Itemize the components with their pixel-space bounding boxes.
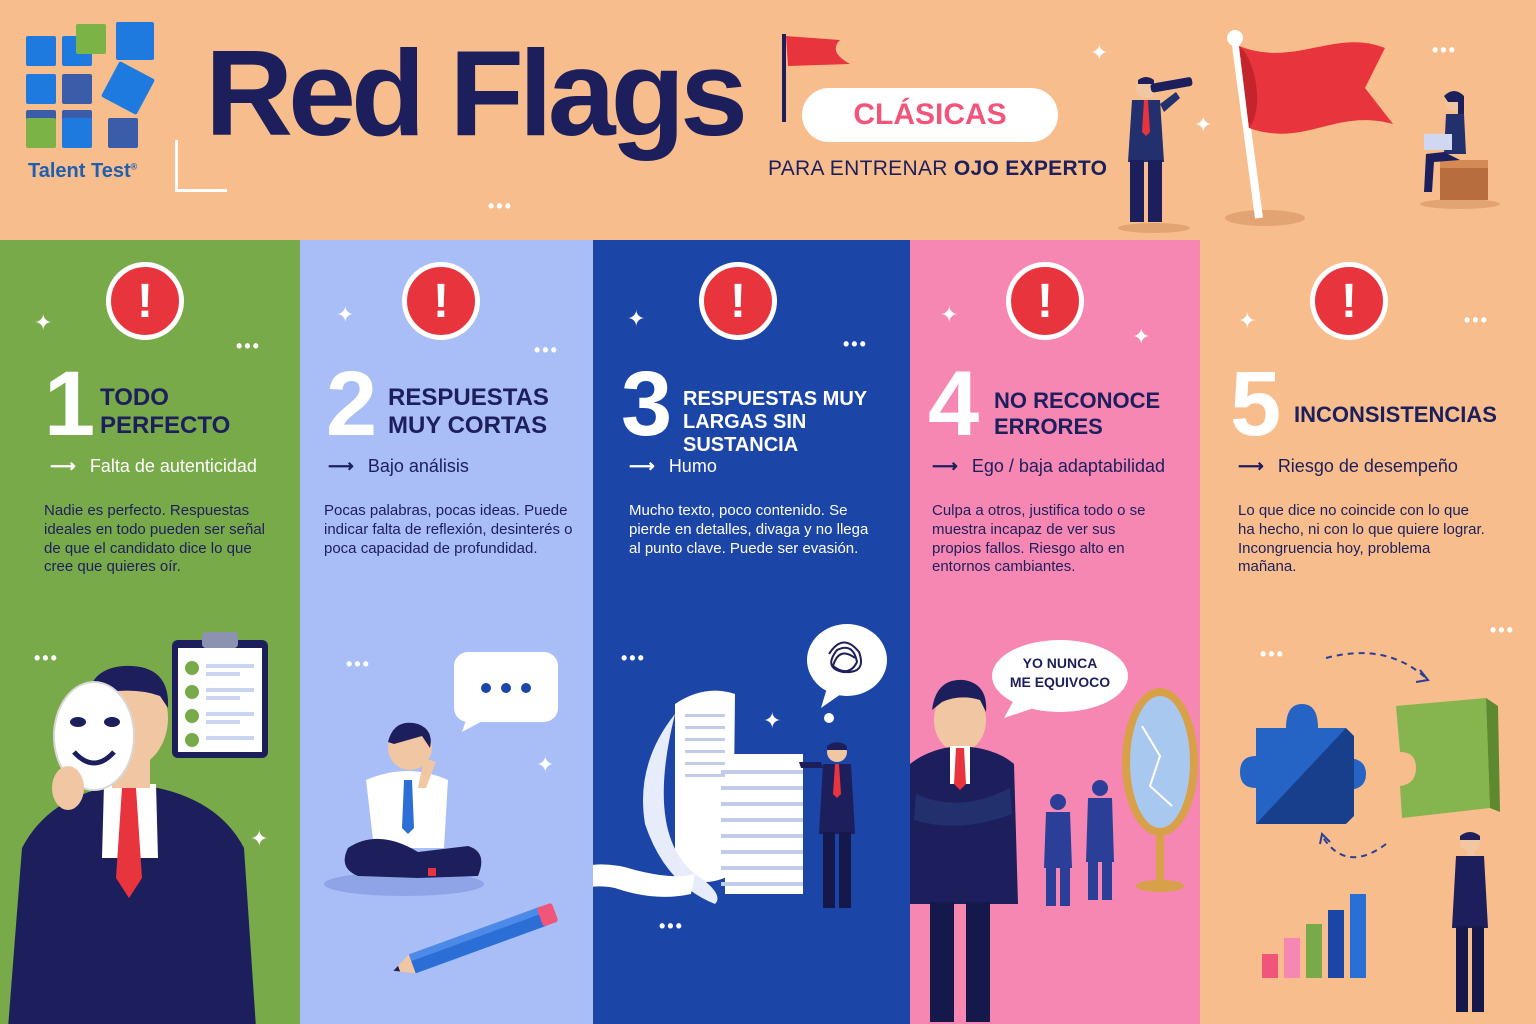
flag-consequence: ⟶Ego / baja adaptabilidad — [932, 456, 1165, 476]
big-red-flag-icon — [1225, 30, 1393, 226]
sparkle-icon: ✦ — [336, 302, 355, 327]
dots-icon: ••• — [1490, 620, 1515, 640]
businessman-telescope-icon — [1118, 77, 1193, 233]
dots-icon: ••• — [1432, 40, 1457, 60]
sitting-thinking-man-icon — [324, 722, 484, 896]
flag-title: INCONSISTENCIAS — [1294, 402, 1497, 427]
alert-icon: ! — [699, 262, 777, 340]
alert-icon: ! — [1006, 262, 1084, 340]
pencil-icon — [393, 903, 558, 974]
talking-businessman-icon — [799, 742, 855, 908]
flag-consequence: ⟶Humo — [629, 456, 717, 476]
flag-description: Mucho texto, poco contenido. Se pierde e… — [629, 502, 869, 557]
thinking-businessman-icon — [1452, 832, 1488, 1012]
speech-bubble-icon — [992, 640, 1128, 718]
reflection-figures-icon — [1044, 780, 1114, 906]
dots-icon: ••• — [1464, 310, 1489, 330]
flag-number: 1 — [44, 353, 96, 455]
alert-icon: ! — [402, 262, 480, 340]
woman-laptop-icon — [1420, 91, 1500, 209]
dots-icon: ••• — [534, 340, 559, 360]
flag-consequence: ⟶Riesgo de desempeño — [1238, 456, 1458, 476]
talent-test-logo — [24, 22, 164, 192]
flag-description: Lo que dice no coincide con lo que ha he… — [1238, 502, 1485, 576]
flag-number: 5 — [1230, 353, 1282, 455]
man-with-mask-icon — [8, 665, 256, 1024]
bar-chart-icon — [1262, 894, 1366, 978]
sparkle-icon: ✦ — [1194, 112, 1213, 137]
page-title: Red Flags — [205, 25, 748, 161]
thought-bubble-icon — [807, 624, 887, 723]
alert-icon: ! — [106, 262, 184, 340]
flag-number: 4 — [928, 353, 980, 455]
sparkle-icon: ✦ — [536, 752, 555, 777]
sparkle-icon: ✦ — [1238, 308, 1257, 333]
flag-consequence: ⟶Bajo análisis — [328, 456, 469, 476]
sparkle-icon: ✦ — [627, 306, 646, 331]
header: Talent Test® Red Flags CLÁSICAS PARA ENT… — [0, 0, 1536, 240]
flag-consequence: ⟶Falta de autenticidad — [50, 456, 257, 476]
decorative-bracket — [175, 140, 227, 192]
page-subtitle: PARA ENTRENAR OJO EXPERTO — [768, 157, 1108, 180]
dots-icon: ••• — [34, 648, 59, 668]
dots-icon: ••• — [659, 916, 684, 936]
dots-icon: ••• — [843, 334, 868, 354]
flag-description: Nadie es perfecto. Respuestas ideales en… — [44, 502, 266, 576]
dots-icon: ••• — [621, 648, 646, 668]
small-flag-icon — [782, 34, 850, 122]
flag-description: Culpa a otros, justifica todo o se muest… — [932, 502, 1146, 576]
flag-number: 2 — [326, 353, 378, 455]
clipboard-checklist-icon — [172, 632, 268, 758]
flag-description: Pocas palabras, pocas ideas. Puede indic… — [324, 502, 573, 557]
dots-icon: ••• — [346, 654, 371, 674]
sparkle-icon: ✦ — [34, 310, 53, 335]
dots-icon: ••• — [488, 196, 513, 216]
sparkle-icon: ✦ — [1090, 40, 1109, 65]
sparkle-icon: ✦ — [1132, 324, 1151, 349]
flag-card-5: ! ✦ ••• 5 INCONSISTENCIAS ⟶Riesgo de des… — [1200, 240, 1536, 1024]
mirror-icon — [1122, 688, 1198, 892]
dots-icon: ••• — [1260, 644, 1285, 664]
puzzle-pieces-icon — [1240, 652, 1500, 859]
sparkle-icon: ✦ — [250, 826, 269, 851]
document-stack-icon — [593, 690, 803, 904]
arms-crossed-businessman-icon — [910, 679, 1018, 1022]
sparkle-icon: ✦ — [763, 708, 782, 733]
flag-number: 3 — [621, 353, 673, 455]
dots-icon: ••• — [236, 336, 261, 356]
sparkle-icon: ✦ — [940, 302, 959, 327]
alert-icon: ! — [1310, 262, 1388, 340]
clasicas-badge: CLÁSICAS — [802, 88, 1058, 142]
logo-wordmark: Talent Test® — [28, 160, 138, 182]
speech-bubble-icon — [454, 652, 558, 732]
